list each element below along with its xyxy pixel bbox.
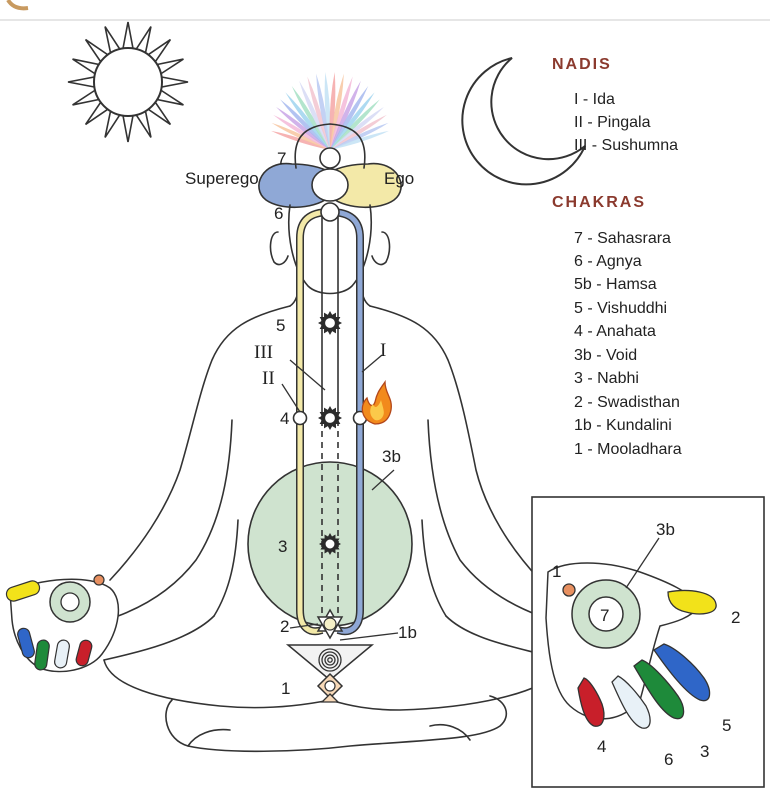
body-outline [103,123,557,753]
inset-3b-label: 3b [656,520,675,539]
chakra-4-star-icon [318,406,342,430]
crown-ray [307,76,330,150]
crown-ray [330,80,361,150]
sun-ray [67,76,96,88]
star-center [324,412,336,424]
left-hand [5,574,120,673]
chakra-5-star-icon [318,311,342,335]
chakra-legend-list: 7 - Sahasrara 6 - Agnya 5b - Hamsa 5 - V… [574,230,682,458]
sun-ray [122,114,134,143]
left-finger-green [34,639,50,671]
inset-5-label: 5 [722,716,731,735]
left-finger-red [75,639,93,667]
nadi-item: III - Sushumna [574,137,678,154]
chakra-6-label: 6 [274,204,283,223]
inset-7-label: 7 [600,606,609,625]
nadi-item: II - Pingala [574,114,651,131]
right-hand-inset [545,537,717,729]
corner-ornament [6,0,29,11]
nadi-item: I - Ida [574,91,615,108]
inset-2-label: 2 [731,608,740,627]
inset-finger-white [611,675,651,729]
nadis-heading: NADIS [552,56,612,73]
left-finger-yellow [5,580,41,602]
crown-ray [330,114,387,150]
ego-lobe [329,162,402,209]
star-center [324,538,336,550]
chakra-item: 1b - Kundalini [574,417,672,434]
crown-ring [311,168,349,202]
crescent-moon-icon [461,57,586,186]
chakra-item: 5 - Vishuddhi [574,300,667,317]
nadi-iii-label: III [254,342,273,363]
superego-lobe [258,162,331,209]
chakra-1-icon [316,672,344,703]
left-finger-white [54,639,70,669]
nadi-ii-label: II [262,368,275,389]
chakra-item: 7 - Sahasrara [574,230,671,247]
crown-ray [316,73,330,150]
crown-ray [324,72,331,150]
crown-ray [330,86,369,150]
crown-ray [330,92,375,150]
chakra-item: 6 - Agnya [574,253,642,270]
sun-ray [160,76,189,88]
flame-icon [361,379,392,425]
kundalini-spiral-icon [318,648,342,672]
chakra-4-label: 4 [280,409,289,428]
inset-1-label: 1 [552,562,561,581]
leader-lines [281,354,399,641]
crown-ray [330,73,344,150]
chakra-item: 3b - Void [574,347,637,364]
crown-ray [330,107,384,150]
sun-ray [122,21,134,50]
superego-label: Superego [185,169,259,188]
chakra-item: 4 - Anahata [574,323,656,340]
chakra-item: 5b - Hamsa [574,276,657,293]
inset-thumb-yellow [667,589,717,615]
chakra-6-node [320,202,340,222]
left-finger-blue [17,627,35,659]
crown-ray [299,80,330,150]
crown-ray [276,107,330,150]
crown-ray [329,72,336,150]
crown-ray [330,99,380,150]
chakra-3-label: 3 [278,537,287,556]
crown-ray [330,76,353,150]
chakra-7-node [319,147,341,169]
sun-icon [67,21,189,143]
ego-label: Ego [384,169,414,188]
star-center [324,317,336,329]
inset-finger-green [633,659,685,720]
crown-ray [273,114,330,150]
chakra-3-star-icon [319,533,341,555]
chakra-2-label: 2 [280,617,289,636]
crown-ray [280,99,330,150]
crown-rays [271,72,389,150]
chakra-5-label: 5 [276,316,285,335]
crown-ray [291,86,330,150]
inset-3-label: 3 [700,742,709,761]
chakra-item: 1 - Mooladhara [574,441,682,458]
crown-ray [271,130,330,150]
chakra-1b-label: 1b [398,623,417,642]
inset-finger-red [577,677,605,727]
chakra-7-label: 7 [277,149,286,168]
inset-finger-blue [653,643,711,702]
chakra-3b-label: 3b [382,447,401,466]
pingala-node [292,410,308,426]
chakra-1-label: 1 [281,679,290,698]
crown-ray [285,92,330,150]
inset-6-label: 6 [664,750,673,769]
nadi-i-label: I [380,340,386,361]
crown-ray [330,130,389,150]
chakra-2-star-icon [316,608,344,640]
chakra-item: 3 - Nabhi [574,370,639,387]
inset-4-label: 4 [597,737,606,756]
chakras-heading: CHAKRAS [552,194,646,211]
chakra-item: 2 - Swadisthan [574,394,680,411]
